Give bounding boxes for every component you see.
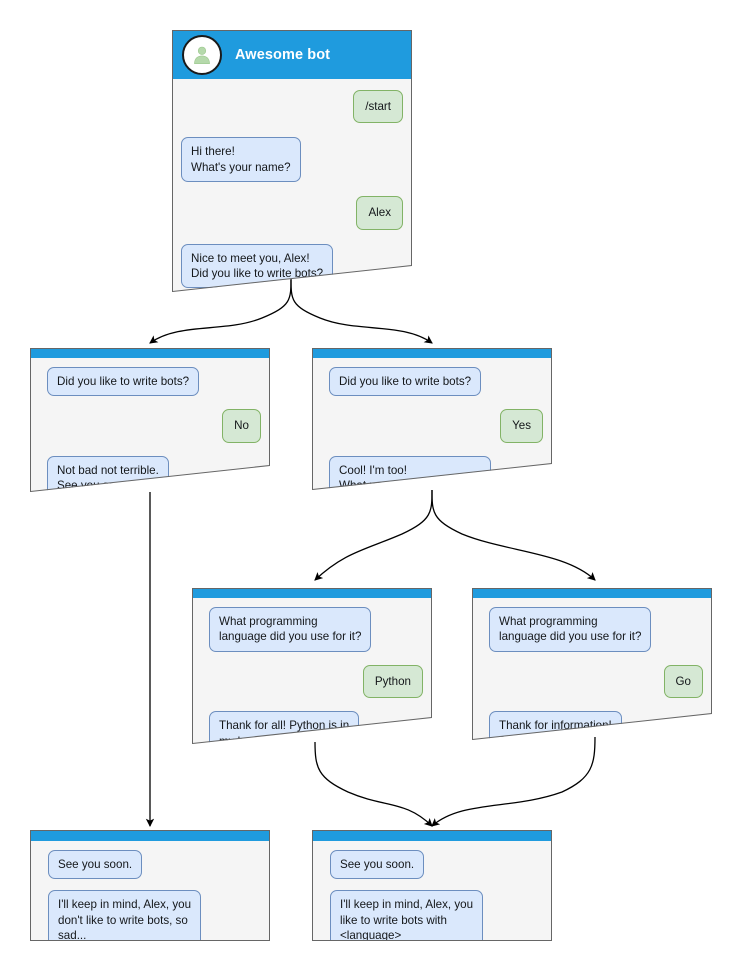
- message-row: Go: [480, 665, 712, 698]
- user-bubble: /start: [353, 90, 403, 123]
- message-row: Python: [200, 665, 432, 698]
- node-yes-branch[interactable]: Did you like to write bots? Yes Cool! I'…: [312, 348, 552, 490]
- node-end-happy[interactable]: See you soon. I'll keep in mind, Alex, y…: [312, 830, 552, 941]
- message-row: /start: [172, 90, 412, 123]
- node-yes-branch-messages: Did you like to write bots? Yes Cool! I'…: [312, 358, 552, 490]
- person-avatar-icon: [182, 35, 222, 75]
- message-row: Did you like to write bots?: [320, 367, 552, 396]
- bot-bubble: Not bad not terrible. See you soon.: [47, 456, 169, 492]
- message-row: Yes: [320, 409, 552, 442]
- node-no-branch-card: Did you like to write bots? No Not bad n…: [30, 348, 270, 492]
- node-root-card: Awesome bot /start Hi there! What's your…: [172, 30, 412, 292]
- bot-bubble: See you soon.: [48, 850, 143, 880]
- node-end-sad-messages: See you soon. I'll keep in mind, Alex, y…: [31, 841, 269, 940]
- message-row: See you soon.: [321, 850, 551, 880]
- node-titlebar: [30, 348, 270, 358]
- bot-bubble: Nice to meet you, Alex! Did you like to …: [181, 244, 333, 289]
- node-end-sad-card: See you soon. I'll keep in mind, Alex, y…: [30, 830, 270, 941]
- message-row: Alex: [172, 196, 412, 229]
- bot-bubble: Did you like to write bots?: [47, 367, 199, 396]
- node-python-branch-card: What programming language did you use fo…: [192, 588, 432, 744]
- bot-title: Awesome bot: [235, 46, 331, 63]
- bot-bubble: I'll keep in mind, Alex, you don't like …: [48, 890, 202, 940]
- node-go-branch-card: What programming language did you use fo…: [472, 588, 712, 740]
- bot-bubble: What programming language did you use fo…: [489, 607, 651, 652]
- node-titlebar: [472, 588, 712, 598]
- message-row: Hi there! What's your name?: [172, 137, 412, 182]
- node-go-branch-messages: What programming language did you use fo…: [472, 598, 712, 740]
- node-root-messages: /start Hi there! What's your name? Alex …: [172, 79, 412, 288]
- message-row: Not bad not terrible. See you soon.: [38, 456, 270, 492]
- message-row: Thank for information! See you soon.: [480, 711, 712, 740]
- edge-yes-to-python: [314, 489, 433, 581]
- user-bubble: Python: [363, 665, 423, 698]
- message-row: Cool! I'm too! What programming language…: [320, 456, 552, 490]
- node-titlebar: [192, 588, 432, 598]
- message-row: I'll keep in mind, Alex, you like to wri…: [321, 890, 551, 940]
- user-bubble: No: [222, 409, 261, 442]
- edge-yes-to-go: [431, 489, 596, 581]
- message-row: I'll keep in mind, Alex, you don't like …: [39, 890, 269, 940]
- node-end-happy-messages: See you soon. I'll keep in mind, Alex, y…: [313, 841, 551, 940]
- node-titlebar: [312, 348, 552, 358]
- message-row: See you soon.: [39, 850, 269, 880]
- message-row: Thank for all! Python is in my hearth! S…: [200, 711, 432, 744]
- node-python-branch[interactable]: What programming language did you use fo…: [192, 588, 432, 744]
- message-row: What programming language did you use fo…: [200, 607, 432, 652]
- node-yes-branch-card: Did you like to write bots? Yes Cool! I'…: [312, 348, 552, 490]
- node-no-branch[interactable]: Did you like to write bots? No Not bad n…: [30, 348, 270, 492]
- node-python-branch-messages: What programming language did you use fo…: [192, 598, 432, 744]
- node-go-branch[interactable]: What programming language did you use fo…: [472, 588, 712, 740]
- node-no-branch-messages: Did you like to write bots? No Not bad n…: [30, 358, 270, 492]
- edge-go-to-end-happy: [431, 736, 596, 827]
- bot-bubble: Did you like to write bots?: [329, 367, 481, 396]
- node-root[interactable]: Awesome bot /start Hi there! What's your…: [172, 30, 412, 292]
- bot-bubble: See you soon.: [330, 850, 425, 880]
- user-bubble: Yes: [500, 409, 543, 442]
- bot-bubble: Hi there! What's your name?: [181, 137, 301, 182]
- node-titlebar: [31, 831, 269, 841]
- bot-bubble: Cool! I'm too! What programming language…: [329, 456, 491, 490]
- node-end-happy-card: See you soon. I'll keep in mind, Alex, y…: [312, 830, 552, 941]
- user-bubble: Go: [664, 665, 703, 698]
- edge-python-to-end-happy: [314, 741, 433, 827]
- bot-bubble: What programming language did you use fo…: [209, 607, 371, 652]
- node-end-sad[interactable]: See you soon. I'll keep in mind, Alex, y…: [30, 830, 270, 941]
- user-bubble: Alex: [356, 196, 403, 229]
- bot-bubble: Thank for information! See you soon.: [489, 711, 622, 740]
- node-titlebar: [313, 831, 551, 841]
- message-row: Nice to meet you, Alex! Did you like to …: [172, 244, 412, 289]
- bot-bubble: Thank for all! Python is in my hearth! S…: [209, 711, 359, 744]
- message-row: Did you like to write bots?: [38, 367, 270, 396]
- message-row: No: [38, 409, 270, 442]
- message-row: What programming language did you use fo…: [480, 607, 712, 652]
- node-root-titlebar: Awesome bot: [172, 30, 412, 79]
- bot-bubble: I'll keep in mind, Alex, you like to wri…: [330, 890, 484, 940]
